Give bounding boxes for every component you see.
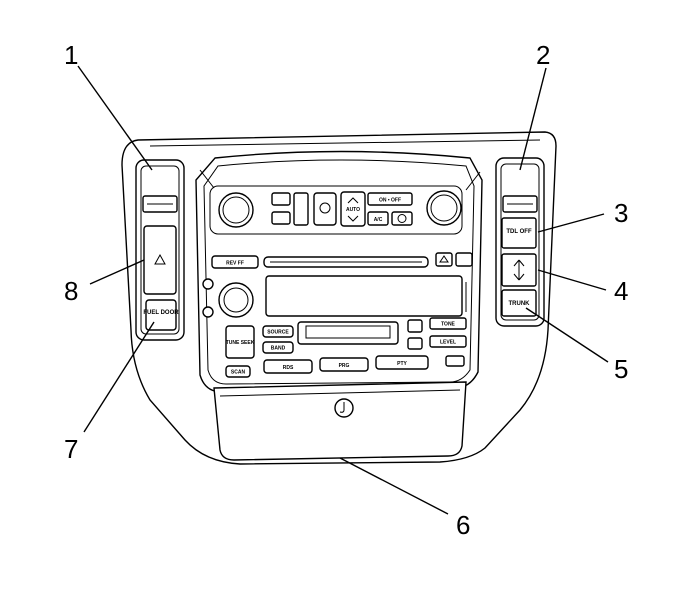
tone-label: TONE — [441, 322, 455, 328]
radio-display — [265, 275, 463, 317]
leader-line-6 — [339, 457, 449, 515]
auto-label: AUTO — [346, 207, 360, 213]
band-button[interactable] — [262, 341, 294, 354]
hazard-icon — [154, 253, 166, 265]
storage-bin[interactable] — [213, 381, 467, 461]
ac-label: A/C — [374, 217, 383, 223]
rev-ff-button[interactable] — [211, 255, 259, 269]
tune-seek-label: TUNE SEEK — [226, 340, 255, 346]
tape-eject-button[interactable] — [455, 252, 473, 267]
callout-2: 2 — [536, 40, 550, 70]
rear-defog-button[interactable] — [271, 192, 291, 206]
trunk-label: TRUNK — [509, 301, 531, 307]
tdl-off-button[interactable] — [501, 217, 537, 249]
leader-line-3 — [537, 213, 605, 233]
scan-label: SCAN — [231, 370, 246, 376]
tone-button[interactable] — [429, 317, 467, 330]
chevron-up-icon — [347, 197, 359, 204]
leader-line-2 — [519, 67, 547, 171]
pty-button[interactable] — [375, 355, 429, 370]
right-temp-knob[interactable] — [426, 190, 462, 226]
leader-line-5 — [525, 307, 609, 363]
fuel-door-label: FUEL DOOR — [143, 310, 179, 316]
rev-ff-label: REV FF — [226, 261, 244, 267]
mode-button[interactable] — [313, 192, 337, 226]
callout-8: 8 — [64, 276, 78, 306]
callout-4: 4 — [614, 276, 628, 306]
hazard-button[interactable] — [143, 225, 177, 295]
fan-icon — [319, 202, 331, 214]
callout-7: 7 — [64, 434, 78, 464]
source-button[interactable] — [262, 325, 294, 338]
pty-label: PTY — [397, 361, 407, 367]
tape-button[interactable] — [407, 319, 423, 333]
prg-label: PRG — [339, 363, 350, 369]
leader-lines — [77, 65, 609, 515]
on-off-label: ON • OFF — [379, 198, 401, 204]
auto-rocker[interactable] — [340, 191, 366, 227]
leader-line-8 — [89, 259, 145, 285]
tune-seek-button[interactable] — [225, 325, 255, 359]
eject-button[interactable] — [435, 252, 453, 267]
callout-3: 3 — [614, 198, 628, 228]
scan-button[interactable] — [225, 365, 251, 378]
level-button[interactable] — [429, 335, 467, 348]
callout-6: 6 — [456, 510, 470, 540]
preset-button-right[interactable] — [445, 355, 465, 367]
rds-label: RDS — [283, 365, 294, 371]
rds-button[interactable] — [263, 359, 313, 374]
leader-line-4 — [537, 269, 607, 291]
front-defog-button[interactable] — [271, 211, 291, 225]
leader-line-7 — [83, 321, 155, 433]
eject-icon — [439, 255, 449, 263]
band-label: BAND — [271, 346, 286, 352]
double-arrow-icon — [513, 259, 525, 281]
cassette-door[interactable] — [297, 321, 399, 345]
callout-1: 1 — [64, 40, 78, 70]
left-temp-knob[interactable] — [218, 192, 254, 228]
chevron-down-icon — [347, 215, 359, 222]
tdl-label: TDL OFF — [506, 229, 532, 235]
source-label: SOURCE — [267, 330, 289, 336]
level-label: LEVEL — [440, 340, 456, 346]
prg-button[interactable] — [319, 357, 369, 372]
power-button[interactable] — [202, 278, 214, 290]
nb-button[interactable] — [407, 337, 423, 350]
on-off-button[interactable] — [367, 192, 413, 206]
fan-slider[interactable] — [293, 192, 309, 226]
recirc-button[interactable] — [391, 211, 413, 226]
aux-button[interactable] — [202, 306, 214, 318]
callout-5: 5 — [614, 354, 628, 384]
leader-line-1 — [77, 65, 153, 171]
ac-button[interactable] — [367, 211, 389, 226]
